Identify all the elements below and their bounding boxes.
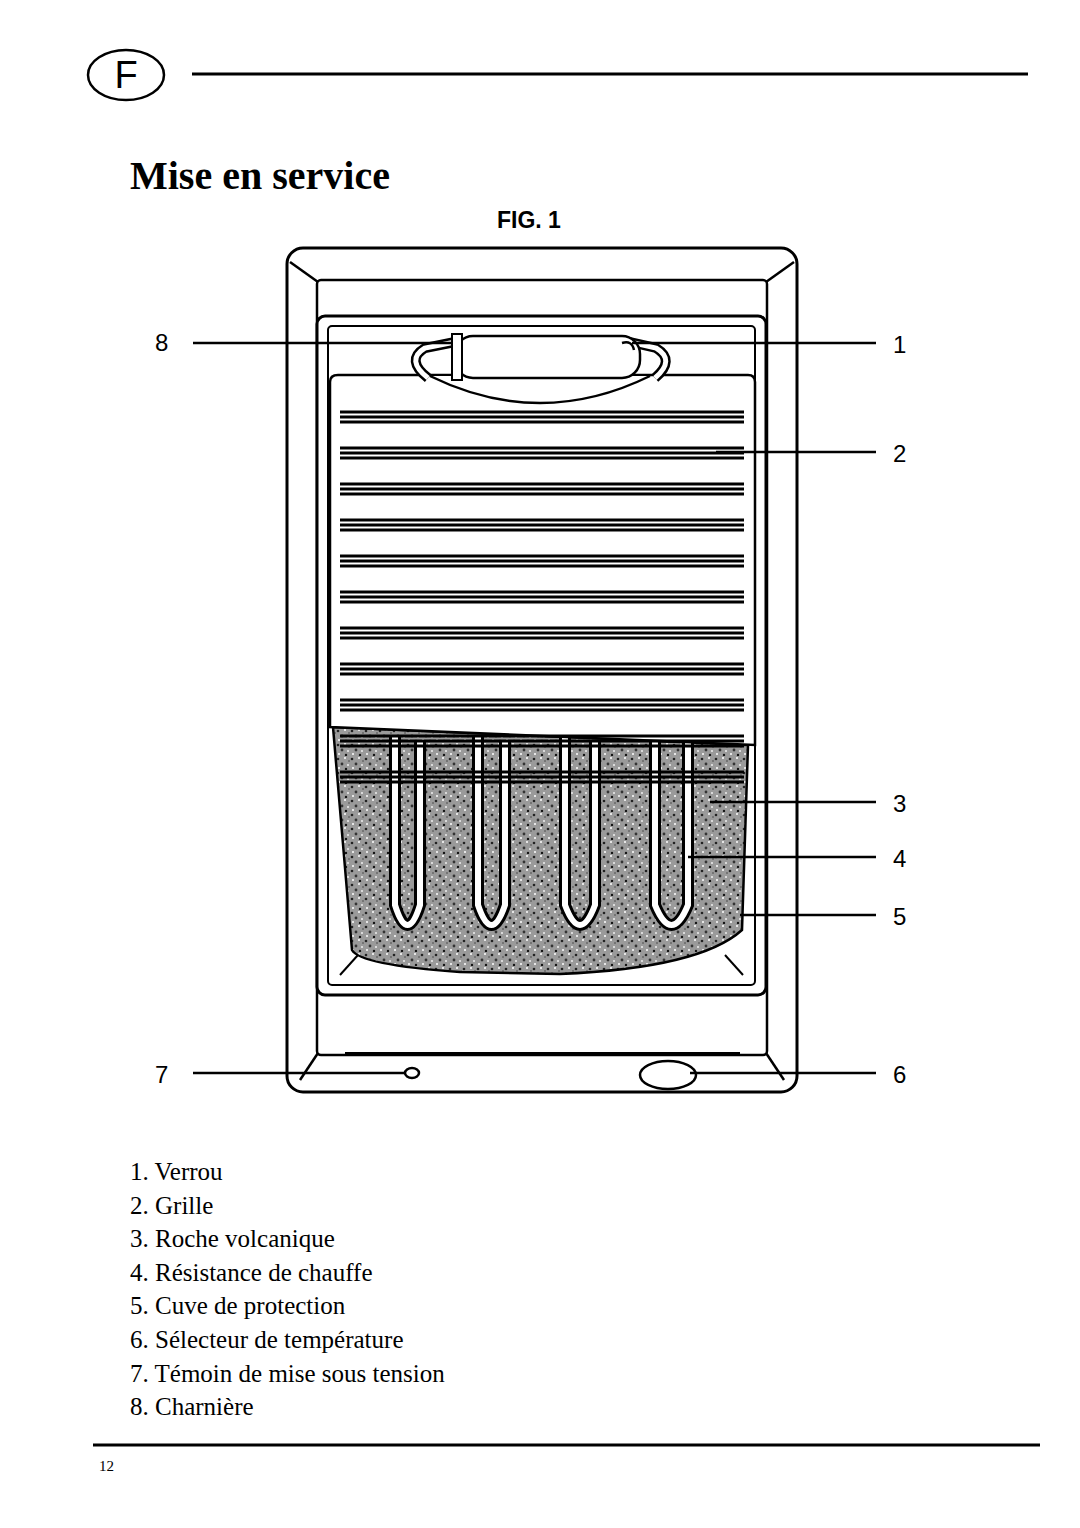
callout-number: 8 [155,329,168,357]
housing-rim [317,280,767,1055]
hinge-pin [452,334,462,380]
handle [416,342,455,378]
part-list-item: 6. Sélecteur de température [130,1326,403,1355]
part-list-item: 8. Charnière [130,1393,254,1422]
heating-element [395,735,688,925]
callout-number: 2 [893,440,906,468]
grille [330,375,755,745]
part-list-item: 2. Grille [130,1192,213,1221]
rim-corners [290,262,794,1080]
temperature-knob [640,1061,696,1089]
callout-number: 5 [893,903,906,931]
part-list-item: 1. Verrou [130,1158,223,1187]
badge-letter: F [86,48,166,102]
callout-number: 6 [893,1061,906,1089]
section-badge: F [86,48,166,102]
protection-tray [317,316,766,995]
part-list-item: 7. Témoin de mise sous tension [130,1360,445,1389]
hinge [455,336,640,378]
power-light [405,1068,419,1078]
callout-number: 4 [893,845,906,873]
grille-bars [340,412,744,782]
figure-label: FIG. 1 [497,207,561,233]
leader-lines [193,343,876,1073]
page-title: Mise en service [130,153,390,199]
footer-rule [93,1444,1040,1447]
part-list-item: 4. Résistance de chauffe [130,1259,373,1288]
part-list-item: 5. Cuve de protection [130,1292,345,1321]
header-rule [192,73,1028,76]
housing [287,248,797,1092]
callout-number: 3 [893,790,906,818]
part-list-item: 3. Roche volcanique [130,1225,335,1254]
volcanic-rock [333,727,748,974]
callout-number: 1 [893,331,906,359]
tray-inner [328,326,755,985]
front-edge [345,1052,740,1054]
page-number: 12 [99,1458,114,1475]
callout-number: 7 [155,1061,168,1089]
